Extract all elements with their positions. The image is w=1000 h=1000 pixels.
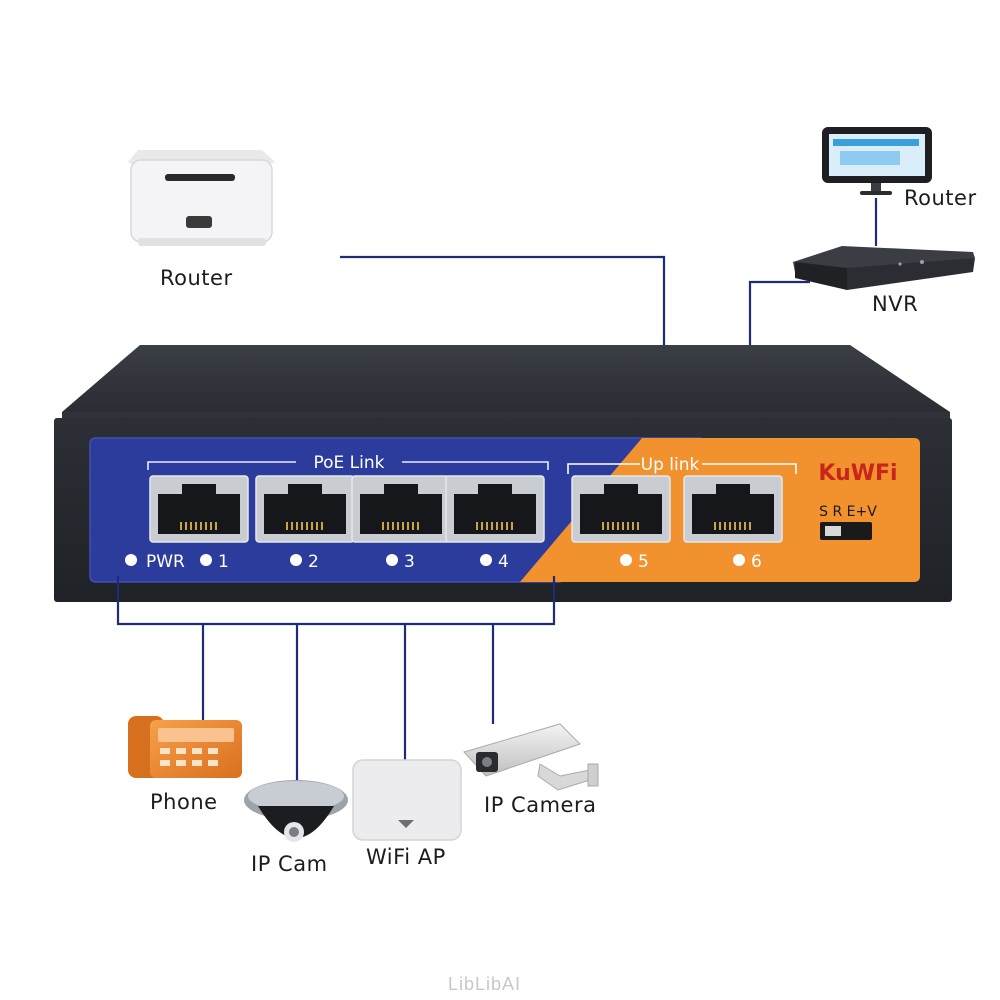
port-led-4 bbox=[480, 554, 492, 566]
pwr-led-label: PWR bbox=[146, 552, 185, 572]
uplink-label: Up link bbox=[641, 455, 700, 475]
wifi-ap-device bbox=[352, 759, 462, 841]
rj45-port-6[interactable] bbox=[683, 475, 783, 543]
port-number-label: 6 bbox=[751, 552, 762, 572]
port-number-label: 2 bbox=[308, 552, 319, 572]
rj45-port-5[interactable] bbox=[571, 475, 671, 543]
top-left-router-label: Router bbox=[160, 266, 233, 290]
port-led-3 bbox=[386, 554, 398, 566]
port-led-5 bbox=[620, 554, 632, 566]
rj45-port-1[interactable] bbox=[149, 475, 249, 543]
port-led-1 bbox=[200, 554, 212, 566]
nvr-device bbox=[793, 246, 975, 290]
watermark: LibLibAI bbox=[448, 974, 522, 994]
top-right-router-monitor bbox=[822, 127, 932, 195]
port-number-label: 3 bbox=[404, 552, 415, 572]
top-right-router-label: Router bbox=[904, 186, 977, 210]
ip-cam-label: IP Cam bbox=[251, 852, 328, 876]
nvr-label: NVR bbox=[872, 292, 919, 316]
port-number-label: 5 bbox=[638, 552, 649, 572]
rj45-port-2[interactable] bbox=[255, 475, 355, 543]
port-number-label: 1 bbox=[218, 552, 229, 572]
poe-link-label: PoE Link bbox=[313, 453, 384, 473]
ip-camera-label: IP Camera bbox=[484, 793, 597, 817]
top-left-router-device bbox=[128, 150, 275, 246]
poe-switch: PoE Link Up link KuWFi S R E+V PWR 1 2 3 4 5… bbox=[54, 345, 952, 602]
brand-logo: KuWFi bbox=[818, 461, 897, 486]
ip-camera-device bbox=[463, 723, 599, 791]
rj45-port-4[interactable] bbox=[445, 475, 545, 543]
port-led-6 bbox=[733, 554, 745, 566]
poe-link-lines bbox=[116, 576, 556, 782]
port-number-label: 4 bbox=[498, 552, 509, 572]
dip-switch-label: S R E+V bbox=[819, 504, 877, 520]
port-led-2 bbox=[290, 554, 302, 566]
phone-label: Phone bbox=[150, 790, 218, 814]
wifi-ap-label: WiFi AP bbox=[366, 845, 446, 869]
rj45-port-3[interactable] bbox=[351, 475, 451, 543]
ip-cam-device bbox=[244, 780, 348, 842]
phone-device bbox=[128, 716, 242, 778]
pwr-led bbox=[125, 554, 137, 566]
